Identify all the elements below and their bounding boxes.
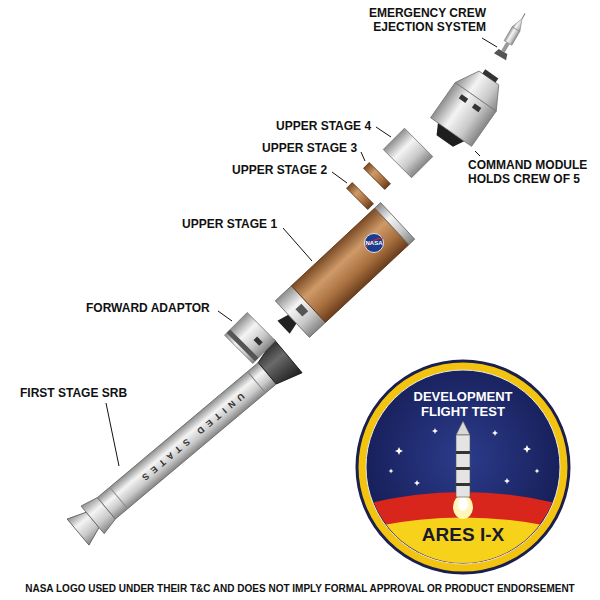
logo-text: NASA bbox=[365, 240, 382, 246]
body-lettering: UNITED STATES bbox=[136, 391, 245, 485]
leader-lines-part bbox=[332, 172, 347, 183]
forward-adaptor-part bbox=[225, 313, 276, 364]
nasa-logo-swoosh bbox=[366, 238, 383, 247]
leader-lines-part bbox=[482, 38, 497, 47]
leader-lines-part bbox=[475, 151, 480, 156]
leader-lines-part bbox=[361, 152, 365, 161]
part-label: COMMAND MODULE HOLDS CREW OF 5 bbox=[468, 158, 592, 186]
part-label: UPPER STAGE 3 bbox=[262, 141, 357, 155]
star bbox=[504, 478, 510, 484]
ejection-tower-part bbox=[522, 13, 525, 18]
first-stage-srb bbox=[64, 339, 302, 549]
upper-stage-4 bbox=[383, 128, 432, 177]
part-label: UPPER STAGE 4 bbox=[276, 119, 371, 133]
leader-lines-part bbox=[376, 127, 391, 137]
red-band bbox=[355, 492, 571, 575]
star bbox=[432, 428, 438, 434]
badge-rim bbox=[357, 361, 569, 573]
leader-lines-part bbox=[283, 228, 312, 261]
forward-adaptor-part bbox=[227, 330, 259, 362]
leader-lines-part bbox=[106, 403, 119, 466]
badge-rocket-part bbox=[456, 467, 470, 470]
upper-stage-2 bbox=[347, 183, 374, 210]
forward-adaptor bbox=[225, 313, 276, 364]
star bbox=[414, 480, 420, 486]
part-label: EMERGENCY CREW EJECTION SYSTEM bbox=[356, 6, 486, 34]
badge-rocket-part bbox=[456, 435, 470, 497]
ejection-tower bbox=[494, 10, 531, 60]
badge-art bbox=[355, 492, 571, 575]
nasa-logo bbox=[365, 234, 384, 253]
forward-adaptor-part bbox=[254, 337, 263, 346]
command-module-part bbox=[472, 103, 481, 112]
star bbox=[395, 447, 403, 455]
badge-rocket-part bbox=[456, 421, 470, 435]
upper-stage-4-part bbox=[383, 128, 432, 177]
star bbox=[535, 469, 540, 474]
star bbox=[492, 430, 498, 436]
leader-lines-part bbox=[218, 311, 232, 321]
command-module-part bbox=[459, 94, 468, 103]
upper-stage-1 bbox=[267, 203, 415, 346]
badge-heading: DEVELOPMENT FLIGHT TEST bbox=[398, 389, 528, 419]
ejection-tower-part bbox=[494, 48, 509, 60]
upper-stage-2-part bbox=[347, 183, 374, 210]
command-module-part bbox=[455, 64, 509, 112]
part-label: FORWARD ADAPTOR bbox=[86, 301, 210, 315]
exhaust-core bbox=[458, 497, 468, 511]
badge-rocket bbox=[456, 421, 470, 497]
badge-field bbox=[366, 370, 560, 564]
mission-badge-node: DEVELOPMENT FLIGHT TEST ARES I-X bbox=[355, 359, 571, 575]
star bbox=[523, 445, 531, 453]
badge-name: ARES I-X bbox=[388, 523, 538, 547]
upper-stage-3 bbox=[364, 163, 391, 190]
upper-stage-1-part bbox=[296, 304, 309, 317]
part-label: UPPER STAGE 2 bbox=[232, 163, 327, 177]
ejection-tower-part bbox=[512, 16, 526, 31]
exhaust-flame bbox=[453, 495, 473, 519]
part-label: UPPER STAGE 1 bbox=[182, 217, 277, 231]
footer-note: NASA LOGO USED UNDER THEIR T&C AND DOES … bbox=[0, 583, 600, 595]
command-module-part bbox=[482, 69, 498, 82]
badge-rocket-part bbox=[456, 451, 470, 454]
part-label: FIRST STAGE SRB bbox=[20, 386, 127, 400]
first-stage-srb-part bbox=[110, 487, 128, 508]
upper-stage-3-part bbox=[364, 163, 391, 190]
yellow-band bbox=[355, 518, 571, 576]
first-stage-srb-part bbox=[248, 372, 266, 393]
star bbox=[389, 469, 394, 474]
command-module bbox=[424, 60, 512, 156]
badge-rocket-part bbox=[456, 483, 470, 486]
